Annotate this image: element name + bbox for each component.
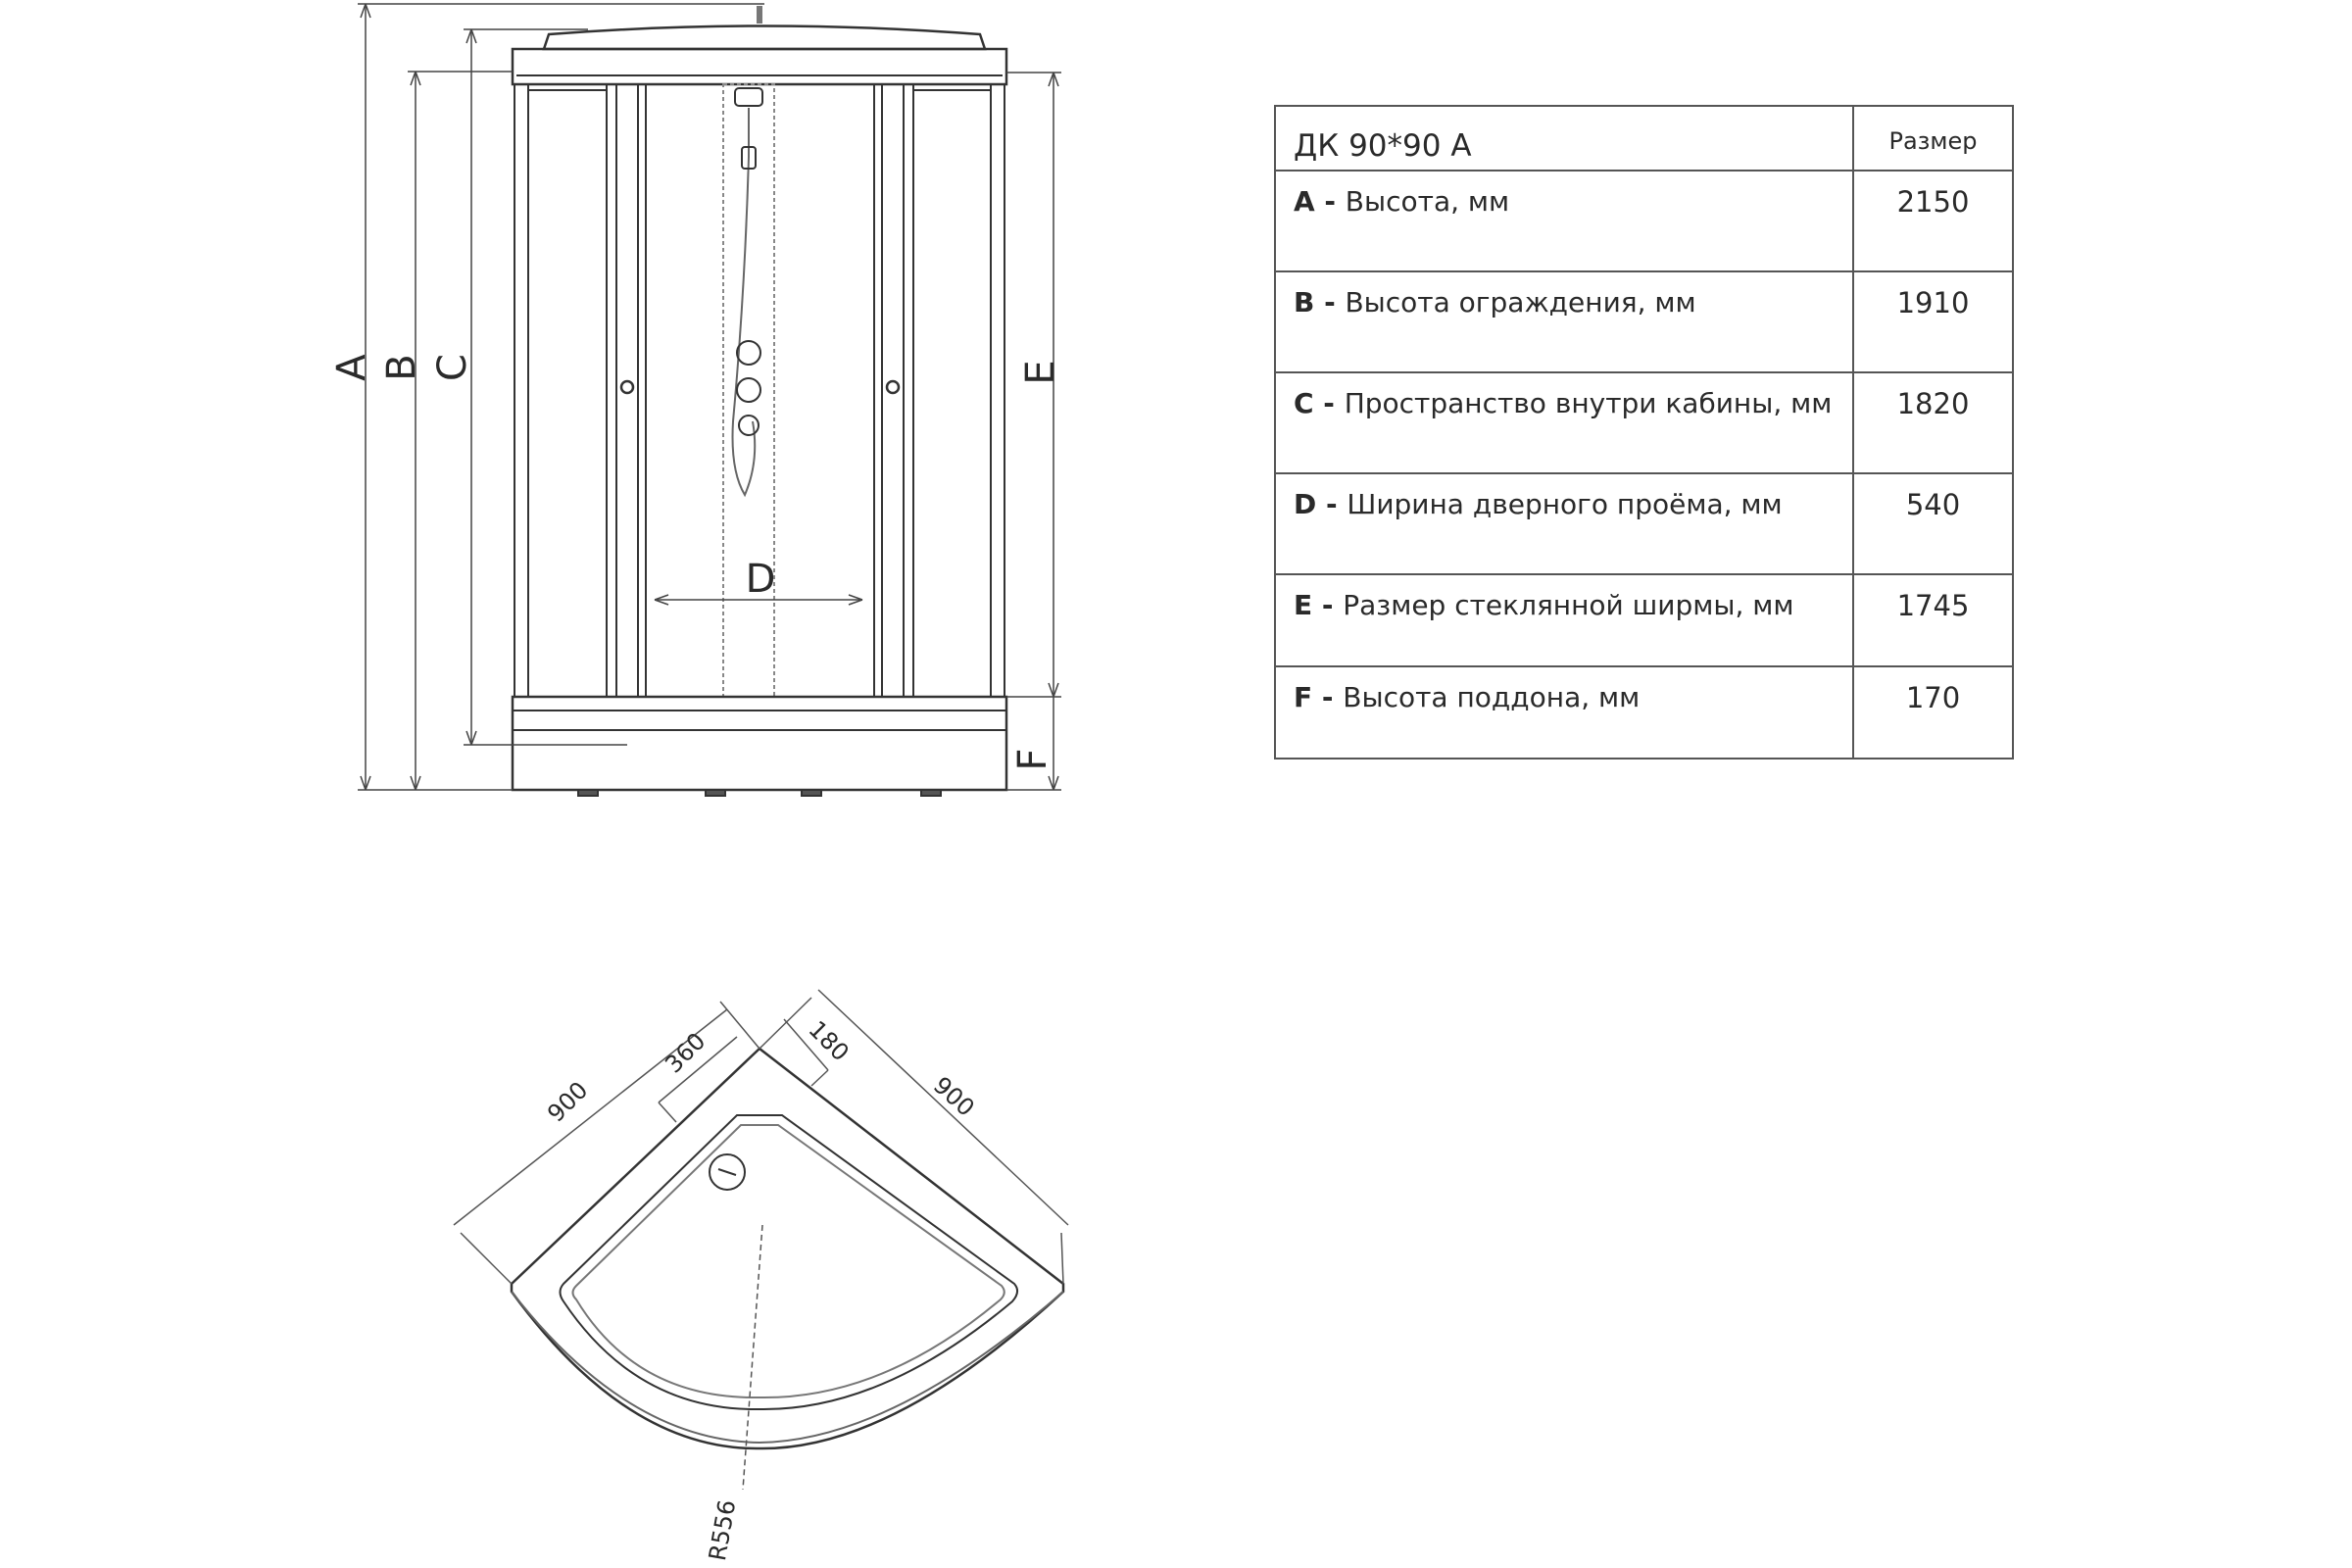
massage-jet-3: [738, 415, 760, 436]
plan-offset-right-label: 180: [804, 1015, 855, 1066]
shower-hose: [731, 108, 757, 498]
row-value: 2150: [1852, 170, 2014, 272]
elevation-dimensions: [358, 3, 1061, 791]
dim-label-a: A: [329, 354, 374, 381]
tray-foot-1: [577, 789, 599, 797]
right-side-frame: [990, 83, 1005, 698]
spec-table: ДК 90*90 А Размер A - Высота, мм 2150 B …: [1274, 105, 2014, 760]
row-letter: A: [1294, 185, 1315, 218]
tray-basin: [559, 1114, 1018, 1411]
right-door-frame-inner: [873, 83, 883, 698]
cabin-roof: [542, 24, 987, 51]
hand-shower: [741, 146, 757, 170]
row-label: Размер стеклянной ширмы, мм: [1343, 589, 1794, 621]
row-letter: F: [1294, 681, 1313, 713]
size-column-header: Размер: [1852, 105, 2014, 172]
left-door-handle: [619, 379, 635, 395]
table-row: E - Размер стеклянной ширмы, мм 1745: [1274, 573, 2014, 667]
dim-label-e: E: [1018, 360, 1063, 384]
left-door-frame-inner: [637, 83, 647, 698]
tray-foot-2: [705, 789, 726, 797]
row-letter: B: [1294, 286, 1315, 318]
shower-head: [734, 87, 763, 107]
dim-label-b: B: [379, 354, 424, 380]
table-row: D - Ширина дверного проёма, мм 540: [1274, 472, 2014, 575]
table-row: C - Пространство внутри кабины, мм 1820: [1274, 371, 2014, 474]
row-label: Высота ограждения, мм: [1345, 286, 1696, 318]
roof-vent: [757, 6, 762, 24]
tray-foot-3: [801, 789, 822, 797]
row-value: 1745: [1852, 573, 2014, 667]
row-value: 1820: [1852, 371, 2014, 474]
right-door-handle: [885, 379, 901, 395]
row-label: Высота поддона, мм: [1343, 681, 1641, 713]
left-door-frame: [606, 83, 617, 698]
row-value: 540: [1852, 472, 2014, 575]
dim-label-d: D: [746, 557, 776, 602]
row-label: Высота, мм: [1345, 185, 1510, 218]
plan-radius-label: R556: [704, 1497, 741, 1562]
plan-offset-left-label: 360: [660, 1027, 710, 1078]
dim-label-c: C: [430, 354, 475, 381]
massage-jet-1: [736, 340, 761, 366]
plan-width-right-label: 900: [928, 1071, 980, 1121]
right-door-frame: [903, 83, 914, 698]
row-value: 1910: [1852, 270, 2014, 373]
drain-icon: [709, 1153, 746, 1191]
spec-table-header: ДК 90*90 А Размер: [1274, 105, 2014, 172]
table-row: A - Высота, мм 2150: [1274, 170, 2014, 272]
shower-tray: [511, 695, 1008, 792]
left-side-frame: [514, 83, 529, 698]
row-label: Ширина дверного проёма, мм: [1347, 488, 1783, 520]
massage-jet-2: [736, 377, 761, 403]
row-letter: D: [1294, 488, 1317, 520]
table-title: ДК 90*90 А: [1274, 105, 1854, 172]
plan-dimensions: [453, 989, 1069, 1491]
row-label: Пространство внутри кабины, мм: [1344, 387, 1833, 419]
cabin-elevation: [511, 6, 1008, 797]
plan-width-left-label: 900: [542, 1076, 593, 1127]
tray-outline: [510, 1047, 1065, 1450]
tray-foot-4: [920, 789, 942, 797]
cabin-top-frame: [511, 47, 1008, 86]
row-value: 170: [1852, 665, 2014, 760]
dim-label-f: F: [1010, 748, 1055, 770]
table-row: B - Высота ограждения, мм 1910: [1274, 270, 2014, 373]
tray-plan: [510, 1047, 1065, 1450]
row-letter: C: [1294, 387, 1314, 419]
row-letter: E: [1294, 589, 1313, 621]
table-row: F - Высота поддона, мм 170: [1274, 665, 2014, 760]
